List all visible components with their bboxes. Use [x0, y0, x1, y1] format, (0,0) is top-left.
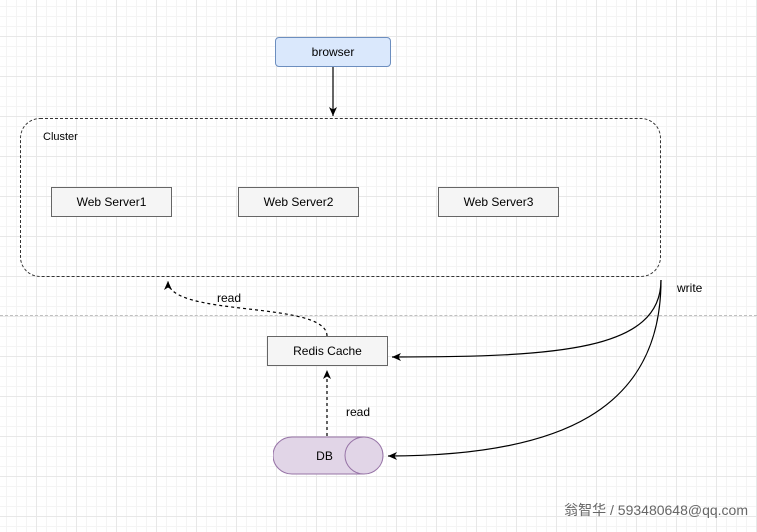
edge-label-read-redis: read	[346, 405, 371, 419]
web-server-3-label: Web Server3	[463, 195, 534, 209]
db-label: DB	[316, 448, 333, 463]
web-server-1-node[interactable]: Web Server1	[51, 187, 172, 217]
redis-cache-label: Redis Cache	[293, 344, 362, 358]
edge-label-write: write	[677, 281, 703, 295]
edge-redis-to-cluster-read	[164, 280, 328, 337]
web-server-2-label: Web Server2	[263, 195, 334, 209]
database-cylinder-icon	[273, 436, 384, 475]
edge-cluster-to-redis-write	[391, 279, 662, 361]
db-node[interactable]: DB	[273, 436, 384, 475]
web-server-3-node[interactable]: Web Server3	[438, 187, 559, 217]
web-server-1-label: Web Server1	[76, 195, 147, 209]
cluster-label: Cluster	[43, 131, 78, 143]
edge-label-read-cluster: read	[217, 291, 242, 305]
browser-label: browser	[311, 45, 355, 59]
watermark: 翁智华 / 593480648@qq.com	[564, 502, 748, 518]
browser-node[interactable]: browser	[275, 37, 391, 67]
cluster-container[interactable]	[20, 118, 661, 277]
edge-cluster-to-db	[387, 279, 662, 460]
page-break-guide	[0, 315, 757, 316]
web-server-2-node[interactable]: Web Server2	[238, 187, 359, 217]
redis-cache-node[interactable]: Redis Cache	[267, 336, 388, 366]
